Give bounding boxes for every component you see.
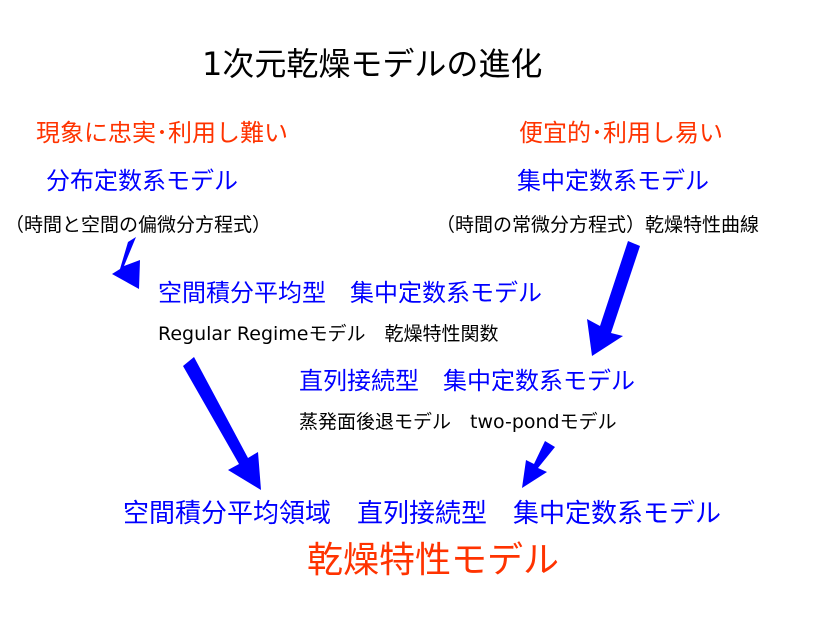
arrow-icon <box>183 357 261 490</box>
arrow-icon <box>587 241 640 356</box>
spatial-average-model-subtitle: Regular Regimeモデル 乾燥特性関数 <box>158 323 499 345</box>
left-heading: 現象に忠実･利用し難い <box>36 119 288 147</box>
page-title: 1次元乾燥モデルの進化 <box>202 45 543 83</box>
series-model-label: 直列接続型 集中定数系モデル <box>299 367 635 395</box>
spatial-average-model-label: 空間積分平均型 集中定数系モデル <box>158 279 542 307</box>
arrow-icon <box>522 441 555 488</box>
series-model-subtitle: 蒸発面後退モデル two-pondモデル <box>299 411 617 433</box>
distributed-model-subtitle: （時間と空間の偏微分方程式） <box>5 214 272 236</box>
arrow-icon <box>112 237 140 289</box>
drying-characteristic-model-label: 乾燥特性モデル <box>307 540 560 581</box>
lumped-model-label: 集中定数系モデル <box>517 167 709 195</box>
distributed-model-label: 分布定数系モデル <box>46 167 238 195</box>
right-heading: 便宜的･利用し易い <box>519 119 723 147</box>
lumped-model-subtitle: （時間の常微分方程式）乾燥特性曲線 <box>436 214 760 236</box>
combined-model-label: 空間積分平均領域 直列接続型 集中定数系モデル <box>123 499 722 529</box>
